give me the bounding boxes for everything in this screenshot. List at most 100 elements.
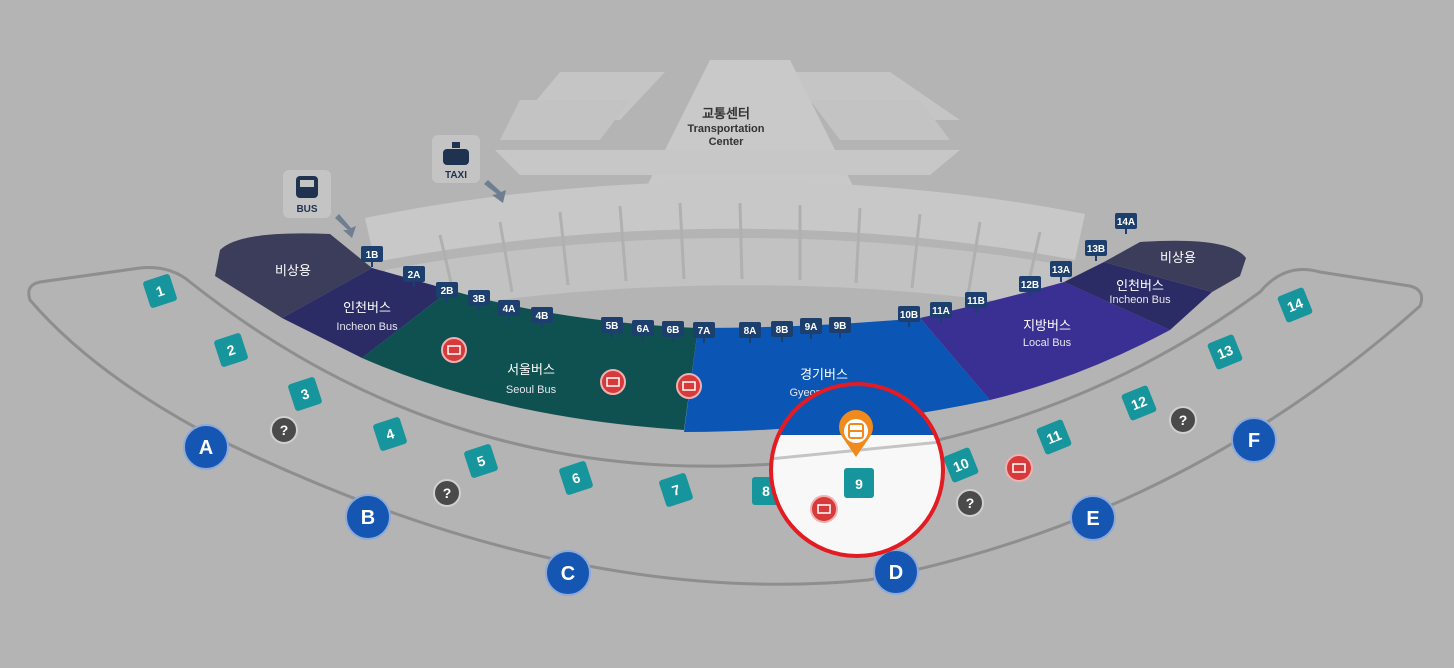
exit-b[interactable]: B bbox=[345, 494, 391, 540]
gate-14[interactable]: 14 bbox=[1277, 287, 1313, 323]
exit-label: B bbox=[361, 507, 375, 529]
bay-4b[interactable]: 4B bbox=[531, 307, 553, 328]
bay-13a[interactable]: 13A bbox=[1050, 261, 1072, 282]
bay-label: 11B bbox=[967, 296, 985, 307]
bay-label: 8A bbox=[744, 326, 757, 337]
zone-local[interactable] bbox=[920, 282, 1170, 400]
exit-e[interactable]: E bbox=[1070, 495, 1116, 541]
info-question-icon[interactable]: ? bbox=[433, 479, 461, 507]
bay-label: 8B bbox=[776, 325, 789, 336]
bay-13b[interactable]: 13B bbox=[1085, 240, 1107, 261]
bay-11a[interactable]: 11A bbox=[930, 302, 952, 323]
bay-10b[interactable]: 10B bbox=[898, 306, 920, 327]
zone-emergency-right[interactable] bbox=[1104, 240, 1246, 292]
svg-text:?: ? bbox=[443, 485, 452, 501]
exit-label: D bbox=[889, 562, 903, 584]
bay-8b[interactable]: 8B bbox=[771, 321, 793, 342]
bay-labels: 1B 2A 2B 3B 4A 4B 5B 6A 6B 7A 8A 8B 9A 9B 10B 11A 11B 12B… bbox=[361, 213, 1137, 343]
taxi-icon-label: TAXI bbox=[445, 170, 467, 181]
info-question-icon[interactable]: ? bbox=[270, 416, 298, 444]
exit-d[interactable]: D bbox=[873, 549, 919, 595]
bay-6b[interactable]: 6B bbox=[662, 321, 684, 342]
exit-label: F bbox=[1248, 430, 1260, 452]
ticket-machines bbox=[441, 337, 1033, 482]
bay-5b[interactable]: 5B bbox=[601, 317, 623, 338]
gate-5[interactable]: 5 bbox=[463, 443, 498, 478]
exit-label: C bbox=[561, 563, 575, 585]
ticket-machine-icon[interactable] bbox=[600, 369, 626, 395]
bay-label: 13B bbox=[1087, 244, 1105, 255]
bay-label: 6B bbox=[667, 325, 680, 336]
bay-label: 12B bbox=[1021, 280, 1039, 291]
bay-label: 2A bbox=[408, 270, 421, 281]
gate-label: 10 bbox=[951, 455, 972, 476]
bay-label: 11A bbox=[932, 306, 950, 317]
gate-7[interactable]: 7 bbox=[658, 472, 693, 507]
taxi-icon bbox=[443, 149, 469, 165]
svg-text:?: ? bbox=[966, 495, 975, 511]
bay-4a[interactable]: 4A bbox=[498, 300, 520, 321]
gate-6[interactable]: 6 bbox=[558, 460, 593, 495]
gate-label: 11 bbox=[1044, 427, 1064, 447]
gate-9-highlighted[interactable] bbox=[844, 468, 874, 498]
gate-1[interactable]: 1 bbox=[142, 273, 177, 308]
bay-8a[interactable]: 8A bbox=[739, 322, 761, 343]
bay-label: 2B bbox=[441, 286, 454, 297]
bay-6a[interactable]: 6A bbox=[632, 320, 654, 341]
zone-incheon-left-label: 인천버스 bbox=[343, 301, 391, 316]
bay-12b[interactable]: 12B bbox=[1019, 276, 1041, 297]
highlight-ring bbox=[769, 382, 945, 558]
bus-stop-pin-icon[interactable] bbox=[839, 410, 874, 457]
bay-label: 9A bbox=[805, 322, 818, 333]
bay-7a[interactable]: 7A bbox=[693, 322, 715, 343]
gate-10[interactable]: 10 bbox=[943, 447, 979, 483]
exit-a[interactable]: A bbox=[183, 424, 229, 470]
ticket-machine-icon[interactable] bbox=[1005, 454, 1033, 482]
transport-center-en-2: Center bbox=[709, 136, 745, 148]
bay-label: 5B bbox=[606, 321, 619, 332]
bay-11b[interactable]: 11B bbox=[965, 292, 987, 313]
bay-14a[interactable]: 14A bbox=[1115, 213, 1137, 234]
gate-11[interactable]: 11 bbox=[1036, 419, 1072, 455]
ticket-machine-icon[interactable] bbox=[810, 495, 838, 523]
exit-f[interactable]: F bbox=[1231, 417, 1277, 463]
bay-2b[interactable]: 2B bbox=[436, 282, 458, 303]
bay-label: 14A bbox=[1117, 217, 1135, 228]
bay-9a[interactable]: 9A bbox=[800, 318, 822, 339]
gate-label: 14 bbox=[1285, 295, 1306, 316]
info-question-icon[interactable]: ? bbox=[956, 489, 984, 517]
zone-incheon-left[interactable] bbox=[282, 268, 450, 358]
gate-4[interactable]: 4 bbox=[372, 416, 407, 451]
gate-3[interactable]: 3 bbox=[287, 376, 322, 411]
bay-label: 4B bbox=[536, 311, 549, 322]
zone-emergency-left[interactable] bbox=[215, 233, 372, 318]
ticket-machine-icon[interactable] bbox=[676, 373, 702, 399]
exit-c[interactable]: C bbox=[545, 550, 591, 596]
bay-9b[interactable]: 9B bbox=[829, 317, 851, 338]
info-question-icon[interactable]: ? bbox=[1169, 406, 1197, 434]
bay-1b[interactable]: 1B bbox=[361, 246, 383, 267]
zone-gyeonggi-label: 경기버스 bbox=[800, 368, 848, 383]
bay-label: 4A bbox=[503, 304, 516, 315]
bay-3b[interactable]: 3B bbox=[468, 290, 490, 311]
exit-label: A bbox=[199, 437, 213, 459]
gate-13[interactable]: 13 bbox=[1207, 334, 1243, 370]
bay-2a[interactable]: 2A bbox=[403, 266, 425, 287]
svg-text:?: ? bbox=[1179, 412, 1188, 428]
zone-seoul-label-en: Seoul Bus bbox=[506, 384, 557, 396]
roadway bbox=[27, 266, 1424, 586]
gate-12[interactable]: 12 bbox=[1121, 385, 1157, 421]
exit-markers: A B C D E F bbox=[183, 417, 1277, 596]
gate-label: 8 bbox=[762, 483, 770, 499]
zone-seoul-label: 서울버스 bbox=[507, 363, 555, 378]
zone-incheon-right-label-en: Incheon Bus bbox=[1109, 294, 1171, 306]
ticket-machine-icon[interactable] bbox=[441, 337, 467, 363]
platform-canopy bbox=[365, 181, 1085, 316]
bus-icon-label: BUS bbox=[296, 204, 317, 215]
zone-incheon-right[interactable] bbox=[1064, 262, 1212, 330]
bus-entrance-icon: BUS bbox=[283, 170, 356, 238]
bay-label: 9B bbox=[834, 321, 847, 332]
gate-2[interactable]: 2 bbox=[213, 332, 248, 367]
